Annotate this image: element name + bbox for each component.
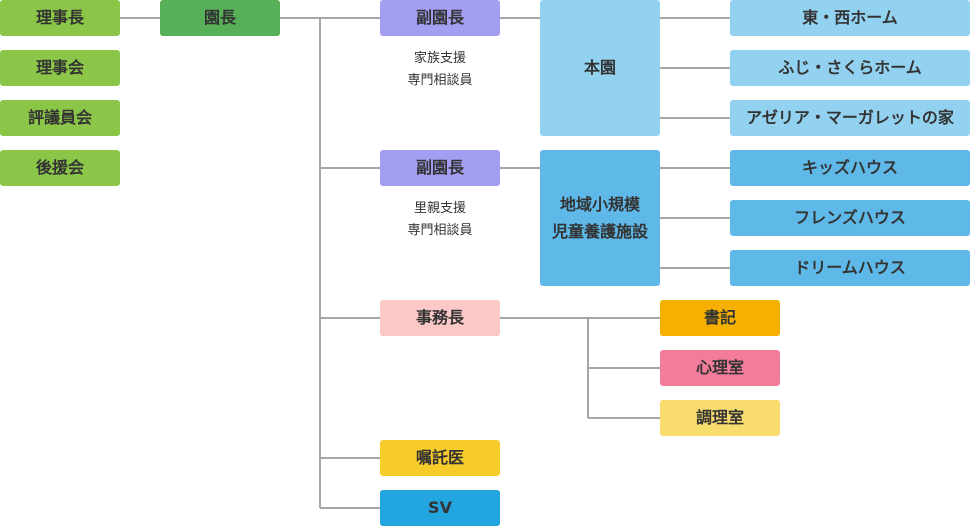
community-facility-label-line-2: 児童養護施設 <box>551 222 648 241</box>
board-of-directors-label: 理事会 <box>35 58 84 78</box>
secretary-box: 書記 <box>660 300 780 336</box>
sv-box: SV <box>380 490 500 526</box>
home-friends-house-box: フレンズハウス <box>730 200 970 236</box>
home-fuji-sakura-box: ふじ・さくらホーム <box>730 50 970 86</box>
home-east-west-box: 東・西ホーム <box>730 0 970 36</box>
sv-label: SV <box>428 498 452 518</box>
kitchen-label: 調理室 <box>695 408 744 428</box>
home-dream-house-box: ドリームハウス <box>730 250 970 286</box>
community-facility-box: 地域小規模 児童養護施設 <box>540 150 660 286</box>
supporters-association-box: 後援会 <box>0 150 120 186</box>
home-kids-house-box: キッズハウス <box>730 150 970 186</box>
psychology-room-box: 心理室 <box>660 350 780 386</box>
board-of-councilors-box: 評議員会 <box>0 100 120 136</box>
kitchen-box: 調理室 <box>660 400 780 436</box>
vice-principal-1-label: 副園長 <box>415 8 464 28</box>
vice-principal-2-note-line-1: 里親支援 <box>413 201 466 216</box>
admin-manager-label: 事務長 <box>415 308 464 328</box>
home-dream-house-label: ドリームハウス <box>794 258 906 278</box>
vice-principal-2-note-line-2: 専門相談員 <box>407 223 473 238</box>
supporters-association-label: 後援会 <box>35 158 84 178</box>
home-friends-house-label: フレンズハウス <box>794 208 906 228</box>
vice-principal-1-note-line-2: 専門相談員 <box>407 73 473 88</box>
vice-principal-1-note-line-1: 家族支援 <box>413 51 466 66</box>
director-label: 園長 <box>203 8 236 28</box>
home-east-west-label: 東・西ホーム <box>802 8 898 28</box>
home-kids-house-label: キッズハウス <box>801 158 898 178</box>
home-azalea-marguerite-label: アゼリア・マーガレットの家 <box>746 108 954 128</box>
board-of-councilors-label: 評議員会 <box>27 108 92 128</box>
vice-principal-1-note: 家族支援 専門相談員 <box>380 48 500 92</box>
board-chairman-label: 理事長 <box>35 8 84 28</box>
board-chairman-box: 理事長 <box>0 0 120 36</box>
admin-manager-box: 事務長 <box>380 300 500 336</box>
director-box: 園長 <box>160 0 280 36</box>
home-fuji-sakura-label: ふじ・さくらホーム <box>778 58 922 78</box>
vice-principal-1-box: 副園長 <box>380 0 500 36</box>
main-facility-label: 本園 <box>583 58 616 78</box>
vice-principal-2-box: 副園長 <box>380 150 500 186</box>
psychology-room-label: 心理室 <box>695 358 744 378</box>
consulting-doctor-box: 嘱託医 <box>380 440 500 476</box>
vice-principal-2-note: 里親支援 専門相談員 <box>380 198 500 242</box>
community-facility-label-line-1: 地域小規模 <box>559 194 640 214</box>
secretary-label: 書記 <box>703 308 736 328</box>
consulting-doctor-label: 嘱託医 <box>415 448 464 468</box>
board-of-directors-box: 理事会 <box>0 50 120 86</box>
vice-principal-2-label: 副園長 <box>415 158 464 178</box>
main-facility-box: 本園 <box>540 0 660 136</box>
home-azalea-marguerite-box: アゼリア・マーガレットの家 <box>730 100 970 136</box>
